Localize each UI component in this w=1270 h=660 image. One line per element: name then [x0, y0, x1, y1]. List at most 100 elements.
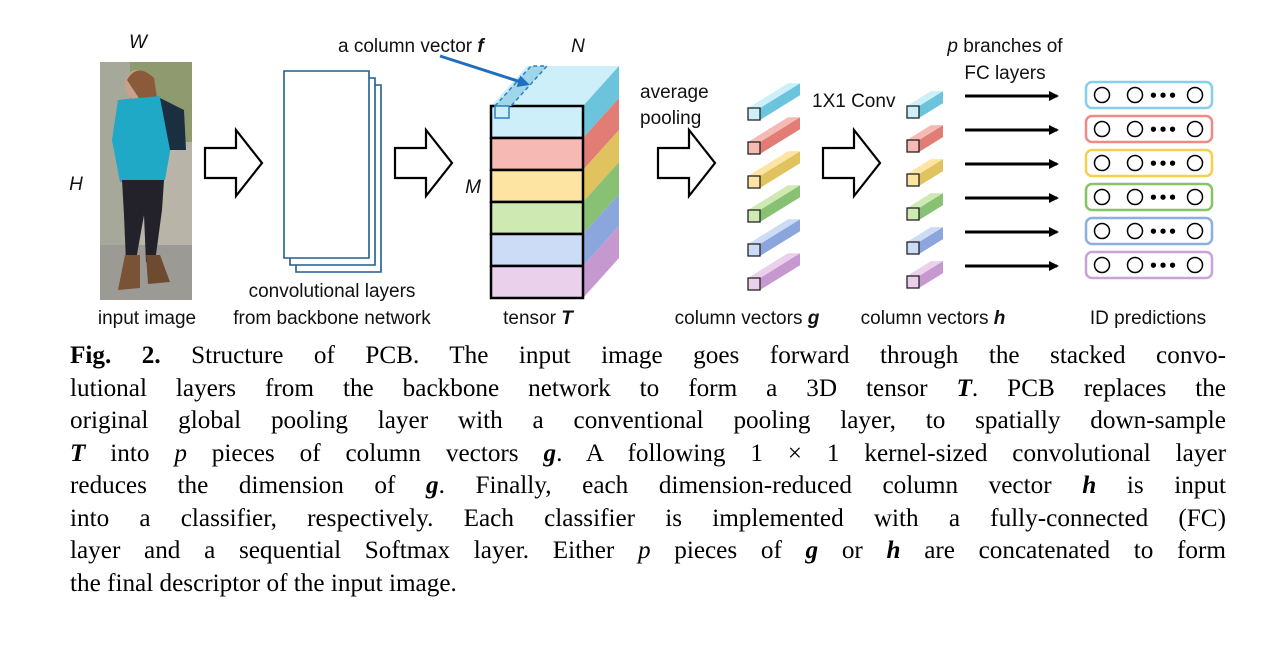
neuron-circle — [1093, 154, 1111, 172]
fc-layers-label: FC layers — [964, 63, 1045, 84]
vector-square — [906, 139, 920, 153]
vector-top — [907, 91, 943, 106]
column-vector-f-face — [494, 105, 510, 119]
prediction-box — [1084, 216, 1214, 246]
vector-top — [748, 185, 800, 210]
vector-top — [748, 117, 800, 142]
tensor-label: tensor T — [503, 308, 574, 329]
vector-top — [907, 125, 943, 140]
tensor-part — [489, 232, 585, 268]
neuron-circle — [1093, 222, 1111, 240]
vector-square — [906, 241, 920, 255]
caption-line-8: the final descriptor of the input image. — [70, 569, 457, 597]
column-vectors-g-label: column vectors g — [675, 308, 820, 329]
vector-bar — [760, 253, 800, 290]
figure-caption: Fig. 2. Structure of PCB. The input imag… — [70, 340, 1226, 600]
vector-square — [906, 173, 920, 187]
vector-bar — [760, 219, 800, 256]
hollow-arrow-icon — [203, 126, 264, 200]
tensor-block — [489, 65, 619, 300]
vector-bar — [919, 125, 943, 152]
width-label: W — [129, 32, 149, 53]
neuron-circle — [1186, 120, 1204, 138]
fc-branch-arrows — [965, 91, 1059, 271]
hollow-arrow-icon — [393, 126, 454, 200]
prediction-box — [1084, 148, 1214, 178]
p-branches-label: p branches of — [946, 36, 1063, 57]
tensor-part — [489, 136, 585, 172]
vector-square — [747, 277, 761, 291]
ellipsis-dots: ••• — [1149, 257, 1178, 275]
column-vector-f-label: a column vector f — [338, 36, 485, 57]
column-vector-pointer-arrow — [439, 54, 530, 87]
neuron-circle — [1186, 256, 1204, 274]
n-dimension-label: N — [571, 36, 585, 57]
prediction-box — [1084, 250, 1214, 280]
tensor-side-part — [583, 194, 619, 266]
caption-line-3: original global pooling layer with a con… — [70, 407, 1226, 434]
vector-bar — [919, 159, 943, 186]
vector-top — [748, 151, 800, 176]
ellipsis-dots: ••• — [1149, 121, 1178, 139]
height-label: H — [69, 174, 83, 195]
vector-square — [906, 207, 920, 221]
conv-layers-label-line2: from backbone network — [233, 308, 431, 329]
ellipsis-dots: ••• — [1149, 223, 1178, 241]
caption-line-1: Fig. 2. Structure of PCB. The input imag… — [70, 342, 1226, 369]
hollow-arrow-icon — [821, 126, 882, 200]
vector-bar — [919, 91, 943, 118]
conv-layers-label-line1: convolutional layers — [249, 281, 416, 302]
tensor-side-part — [583, 66, 619, 138]
caption-line-2: lutional layers from the backbone networ… — [70, 374, 1226, 402]
vector-square — [747, 141, 761, 155]
caption-line-6: into a classifier, respectively. Each cl… — [70, 504, 1226, 532]
neuron-circle — [1093, 86, 1111, 104]
vector-top — [748, 83, 800, 108]
vector-bar — [760, 83, 800, 120]
neuron-circle — [1126, 188, 1144, 206]
vector-bar — [760, 185, 800, 222]
vector-square — [906, 275, 920, 289]
tensor-part — [489, 168, 585, 204]
column-vectors-h — [906, 91, 943, 289]
neuron-circle — [1126, 120, 1144, 138]
id-predictions-label: ID predictions — [1090, 308, 1206, 329]
prediction-box — [1084, 182, 1214, 212]
vector-top — [907, 159, 943, 174]
neuron-circle — [1186, 188, 1204, 206]
vector-top — [907, 227, 943, 242]
input-image — [100, 62, 192, 300]
conv-layers-stack — [283, 70, 382, 273]
prediction-box — [1084, 114, 1214, 144]
vector-square — [906, 105, 920, 119]
id-prediction-boxes: •••••••••••••••••• — [1084, 80, 1214, 280]
tensor-side-part — [583, 98, 619, 170]
caption-line-7: layer and a sequential Softmax layer. Ei… — [70, 537, 1226, 564]
neuron-circle — [1186, 154, 1204, 172]
tensor-side-part — [583, 226, 619, 298]
ellipsis-dots: ••• — [1149, 155, 1178, 173]
tensor-side-part — [583, 130, 619, 202]
vector-square — [747, 175, 761, 189]
vector-bar — [919, 193, 943, 220]
figure-number: Fig. 2. — [70, 342, 161, 369]
column-vectors-h-label: column vectors h — [861, 308, 1006, 329]
ellipsis-dots: ••• — [1149, 189, 1178, 207]
neuron-circle — [1093, 256, 1111, 274]
neuron-circle — [1186, 86, 1204, 104]
neuron-circle — [1126, 222, 1144, 240]
vector-square — [747, 243, 761, 257]
vector-square — [747, 209, 761, 223]
neuron-circle — [1093, 188, 1111, 206]
vector-square — [747, 107, 761, 121]
caption-line-5: reduces the dimension of g. Finally, eac… — [70, 472, 1226, 499]
vector-top — [748, 253, 800, 278]
tensor-side-part — [583, 162, 619, 234]
pcb-structure-diagram: W H input image convolutional layers fro… — [69, 32, 1214, 329]
vector-bar — [760, 151, 800, 188]
vector-bar — [919, 261, 943, 288]
caption-line-4: T into p pieces of column vectors g. A f… — [70, 439, 1227, 467]
conv-1x1-label: 1X1 Conv — [812, 91, 896, 112]
pooling-label: pooling — [640, 108, 701, 129]
vector-top — [907, 261, 943, 276]
